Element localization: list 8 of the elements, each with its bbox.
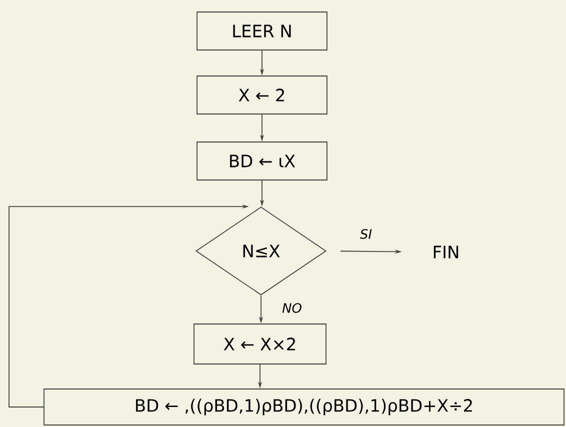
- edge-label: SI: [358, 228, 374, 240]
- process-box: BD ← ,((ρBD,1)ρBD),((ρBD),1)ρBD+X÷2: [44, 388, 564, 426]
- terminal-text: FIN: [434, 246, 458, 258]
- process-box: BD ← ιX: [196, 142, 328, 180]
- process-box: X ← 2: [196, 76, 328, 114]
- process-box: LEER N: [196, 12, 328, 50]
- edge-label: NO: [281, 302, 303, 314]
- process-box: X ← X×2: [194, 324, 326, 364]
